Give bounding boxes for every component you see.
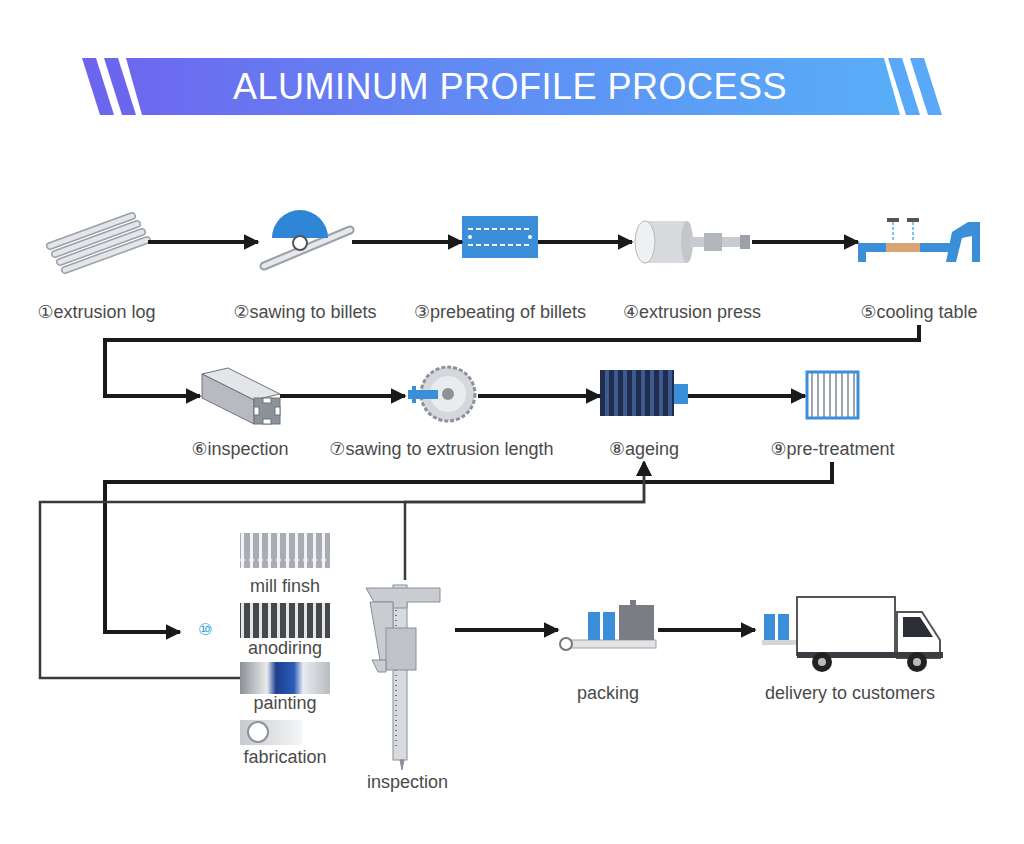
- step-label: inspection: [367, 772, 448, 793]
- step-label: ①extrusion log: [37, 302, 155, 323]
- finish-group: ⑩ mill finsh anodiring painting fabrication: [180, 525, 345, 775]
- step-label: ③prebeating of billets: [414, 302, 586, 323]
- flow-arrow: [280, 394, 405, 398]
- billet-saw-icon: [264, 210, 350, 266]
- flow-arrow: [688, 394, 805, 398]
- ageing-oven-icon: [600, 370, 688, 416]
- cut-saw-icon: [408, 367, 475, 421]
- finish-option: anodiring: [240, 603, 330, 661]
- extrusion-press-icon: [635, 221, 750, 263]
- cooling-table-icon: [858, 218, 980, 262]
- step-label: ⑨pre-treatment: [770, 439, 894, 460]
- packing-icon: [560, 600, 656, 650]
- flow-arrow: [105, 462, 832, 632]
- process-step: ⑤cooling table: [858, 212, 980, 325]
- flow-arrow: [352, 240, 462, 244]
- process-step: ⑥inspection: [200, 365, 280, 462]
- flow-arrow: [455, 628, 558, 632]
- process-step: delivery to customers: [755, 590, 945, 706]
- flow-arrow: [478, 394, 600, 398]
- flow-arrow: [405, 462, 644, 580]
- painting-icon: [240, 662, 330, 694]
- delivery-truck-icon: [762, 597, 943, 672]
- caliper-icon: [366, 585, 440, 770]
- flow-arrow: [752, 240, 858, 244]
- flow-arrow: [40, 462, 644, 678]
- flow-arrow: [538, 240, 632, 244]
- flow-arrow: [148, 240, 258, 244]
- step-label: ⑥inspection: [191, 439, 288, 460]
- process-step: ④extrusion press: [632, 212, 752, 325]
- title-banner: [82, 58, 942, 115]
- step-label: ②sawing to billets: [233, 302, 376, 323]
- step-label: fabrication: [243, 747, 326, 768]
- fabrication-icon: [240, 720, 302, 745]
- callout-number: ⑩: [198, 621, 212, 639]
- step-label: painting: [253, 693, 316, 714]
- step-label: packing: [577, 683, 639, 704]
- flow-arrow: [658, 628, 755, 632]
- step-label: ⑧ageing: [609, 439, 679, 460]
- process-step: packing: [558, 600, 658, 706]
- anodizing-icon: [240, 603, 330, 638]
- finish-option: painting: [240, 662, 330, 716]
- extrusion-log-icon: [50, 216, 147, 270]
- mill-finish-icon: [240, 533, 330, 568]
- step-label: ⑦sawing to extrusion length: [329, 439, 553, 460]
- pretreatment-rack-icon: [807, 372, 858, 418]
- step-label: anodiring: [248, 638, 322, 659]
- process-step: inspection: [360, 580, 455, 795]
- finish-option: mill finsh: [240, 533, 330, 599]
- step-label: delivery to customers: [765, 683, 935, 704]
- flow-arrow: [105, 325, 919, 396]
- diagram-title: ALUMINUM PROFILE PROCESS: [140, 60, 880, 114]
- step-label: ⑤cooling table: [860, 302, 977, 323]
- process-step: ②sawing to billets: [258, 205, 352, 325]
- step-label: ④extrusion press: [623, 302, 761, 323]
- step-label: mill finsh: [250, 576, 320, 597]
- aluminum-profile-icon: [202, 368, 280, 424]
- process-step: ⑧ageing: [600, 365, 688, 462]
- finish-option: fabrication: [240, 720, 330, 770]
- process-step: ⑨pre-treatment: [805, 365, 860, 462]
- preheating-oven-icon: [462, 216, 538, 258]
- process-step: ①extrusion log: [45, 212, 148, 325]
- process-step: ③prebeating of billets: [462, 212, 538, 325]
- process-step: ⑦sawing to extrusion length: [405, 365, 478, 462]
